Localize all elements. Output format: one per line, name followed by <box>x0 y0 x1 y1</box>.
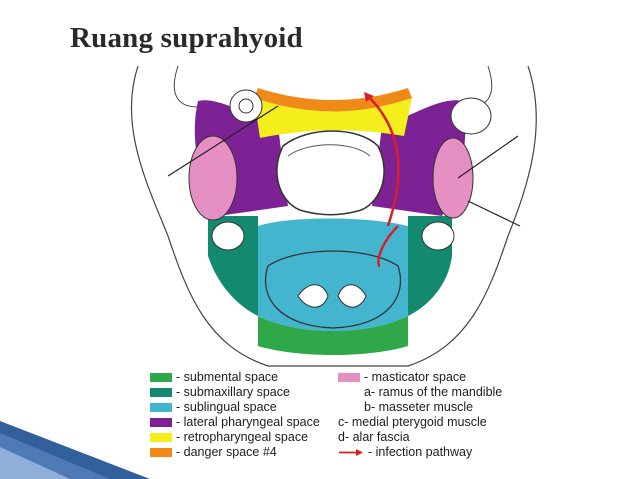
legend-swatch-retropharyngeal <box>150 432 172 442</box>
legend-swatch-lateral-pharyngeal <box>150 417 172 427</box>
danger-space <box>254 88 412 112</box>
legend-item: - danger space #4 <box>150 445 277 459</box>
neck-cross-section-diagram <box>130 65 537 367</box>
masticator-space <box>188 135 238 221</box>
legend-item: d- alar fascia <box>338 430 410 444</box>
legend-item: - infection pathway <box>338 445 472 459</box>
infection-arrow-icon <box>339 448 363 456</box>
legend-swatch-submaxillary <box>150 387 172 397</box>
legend-swatch-danger <box>150 447 172 457</box>
slide-title: Ruang suprahyoid <box>70 22 303 54</box>
legend-item: - lateral pharyngeal space <box>150 415 320 429</box>
legend-swatch-submental <box>150 372 172 382</box>
legend-item: - submental space <box>150 370 278 384</box>
sublingual-space <box>258 218 408 331</box>
neck-outline <box>130 65 537 367</box>
infection-pathway-arrow <box>367 95 400 227</box>
legend-item: - sublingual space <box>150 400 277 414</box>
anatomy-figure <box>108 65 552 474</box>
legend-item: b- masseter muscle <box>364 400 474 414</box>
pharynx <box>276 130 385 216</box>
legend-item: a- ramus of the mandible <box>364 385 503 399</box>
submental-space <box>258 316 408 355</box>
legend-item: c- medial pterygoid muscle <box>338 415 487 429</box>
slide-corner-decoration <box>0 421 150 479</box>
legend-item: - masticator space <box>338 370 466 384</box>
legend-swatch-masticator <box>338 372 360 382</box>
legend-item: - submaxillary space <box>150 385 290 399</box>
legend-item: - retropharyngeal space <box>150 430 308 444</box>
legend: - submental space - submaxillary space -… <box>150 366 550 466</box>
retropharyngeal-space <box>254 98 412 138</box>
mandible-arch <box>264 250 402 329</box>
legend-swatch-sublingual <box>150 402 172 412</box>
